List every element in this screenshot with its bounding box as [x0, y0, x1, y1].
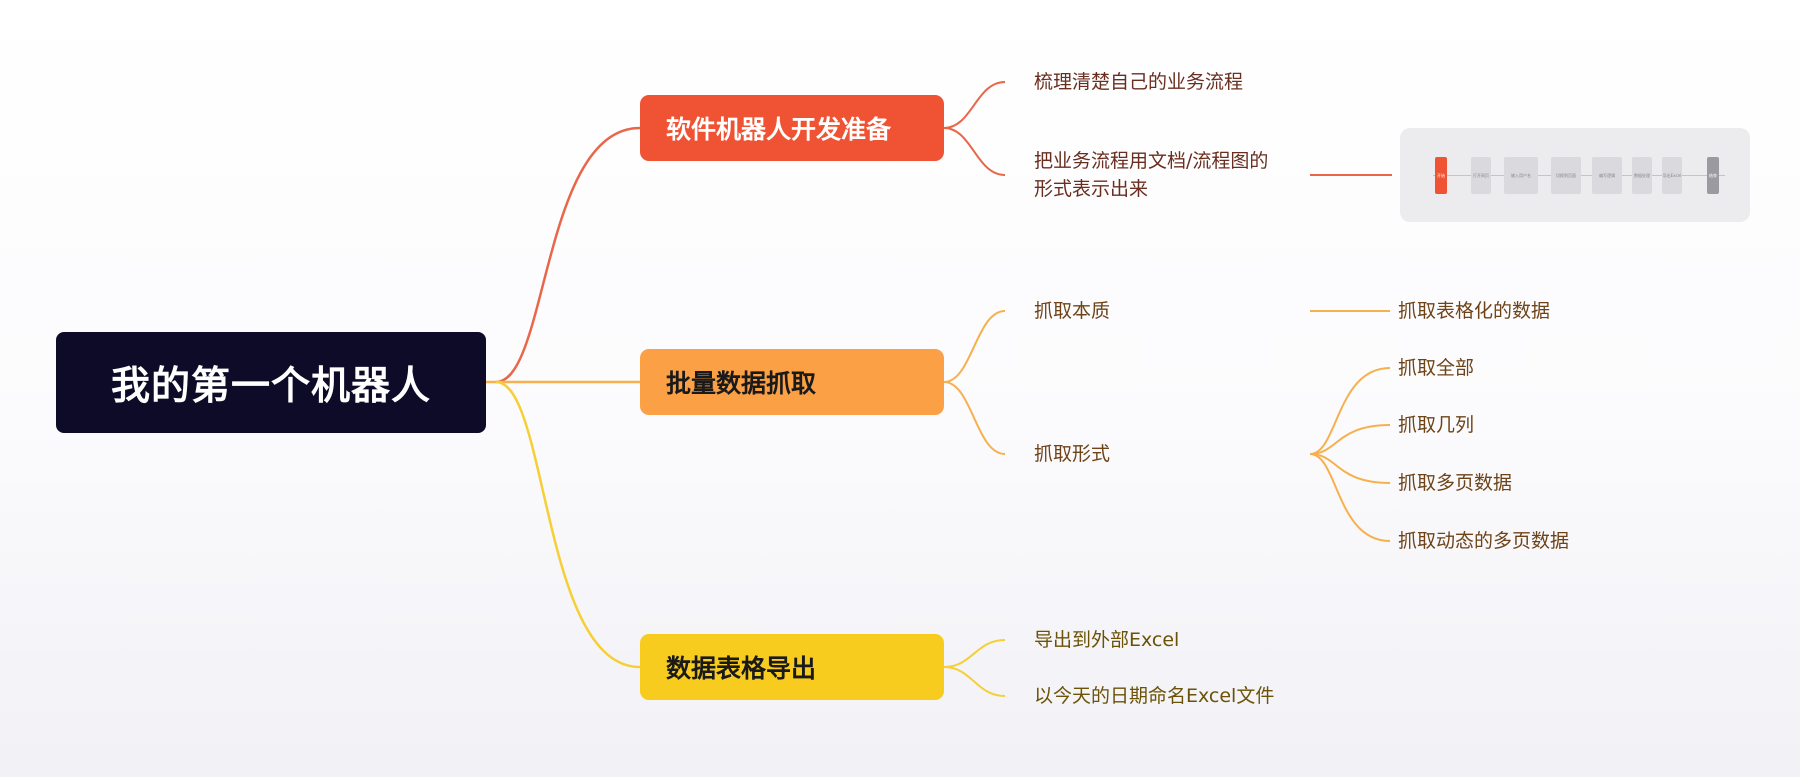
link-b2-c1 [943, 310, 1006, 383]
leaf-node[interactable]: 抓取形式 [1034, 440, 1110, 468]
branch-node-table-export[interactable]: 数据表格导出 [640, 634, 944, 700]
leaf-label: 梳理清楚自己的业务流程 [1034, 71, 1244, 93]
link-b2-c2-g3 [1309, 453, 1391, 484]
link-b2-c2-g1 [1309, 367, 1391, 455]
leaf-label: 导出到外部Excel [1034, 629, 1180, 651]
leaf-node[interactable]: 把业务流程用文档/流程图的 形式表示出来 [1034, 147, 1268, 203]
leaf-node[interactable]: 以今天的日期命名Excel文件 [1034, 682, 1274, 710]
root-label: 我的第一个机器人 [110, 363, 431, 409]
link-b2-c2-g2 [1309, 424, 1391, 455]
branch-label: 软件机器人开发准备 [666, 115, 892, 144]
leaf-node[interactable]: 梳理清楚自己的业务流程 [1034, 68, 1243, 96]
leaf-label: 抓取几列 [1398, 414, 1475, 436]
flow-node: 切换到页面 [1551, 157, 1581, 194]
leaf-node[interactable]: 抓取表格化的数据 [1398, 297, 1550, 325]
branch-label: 批量数据抓取 [666, 369, 817, 398]
link-b3-c1 [943, 639, 1006, 668]
branch-node-batch-scraping[interactable]: 批量数据抓取 [640, 349, 944, 415]
link-b2-c2 [943, 381, 1006, 455]
flow-node: 输入用户名 [1504, 157, 1538, 194]
link-b1-c2 [943, 127, 1006, 176]
leaf-node[interactable]: 导出到外部Excel [1034, 626, 1179, 654]
link-b3-c2 [943, 666, 1006, 697]
flow-node-start: 开始 [1435, 157, 1447, 194]
flow-node: 编写逻辑 [1592, 157, 1622, 194]
leaf-label-line: 形式表示出来 [1034, 178, 1149, 200]
leaf-node[interactable]: 抓取本质 [1034, 297, 1110, 325]
leaf-node[interactable]: 抓取几列 [1398, 411, 1474, 439]
flow-node: 导出Excel [1662, 157, 1682, 194]
link-b1-c1 [943, 81, 1006, 129]
leaf-label: 抓取本质 [1034, 300, 1111, 322]
branch-label: 数据表格导出 [666, 654, 817, 683]
leaf-label: 抓取多页数据 [1398, 472, 1513, 494]
link-root-branch1 [495, 126, 641, 384]
leaf-label: 抓取全部 [1398, 357, 1475, 379]
leaf-node[interactable]: 抓取全部 [1398, 354, 1474, 382]
flow-node-end: 结束 [1707, 157, 1719, 194]
leaf-label: 以今天的日期命名Excel文件 [1034, 685, 1275, 707]
leaf-node[interactable]: 抓取动态的多页数据 [1398, 527, 1569, 555]
flowchart-thumbnail[interactable]: 开始 打开网页 输入用户名 切换到页面 编写逻辑 数据处理 导出Excel 结束 [1400, 128, 1750, 222]
flow-node: 打开网页 [1471, 157, 1491, 194]
leaf-node[interactable]: 抓取多页数据 [1398, 469, 1512, 497]
link-b2-c2-g4 [1309, 453, 1391, 542]
flow-node: 数据处理 [1632, 157, 1652, 194]
link-root-branch3 [495, 380, 641, 669]
leaf-label: 抓取动态的多页数据 [1398, 530, 1570, 552]
leaf-label: 抓取表格化的数据 [1398, 300, 1551, 322]
leaf-label: 抓取形式 [1034, 443, 1111, 465]
root-node[interactable]: 我的第一个机器人 [56, 332, 486, 433]
branch-node-preparation[interactable]: 软件机器人开发准备 [640, 95, 944, 161]
leaf-label-line: 把业务流程用文档/流程图的 [1034, 150, 1269, 172]
